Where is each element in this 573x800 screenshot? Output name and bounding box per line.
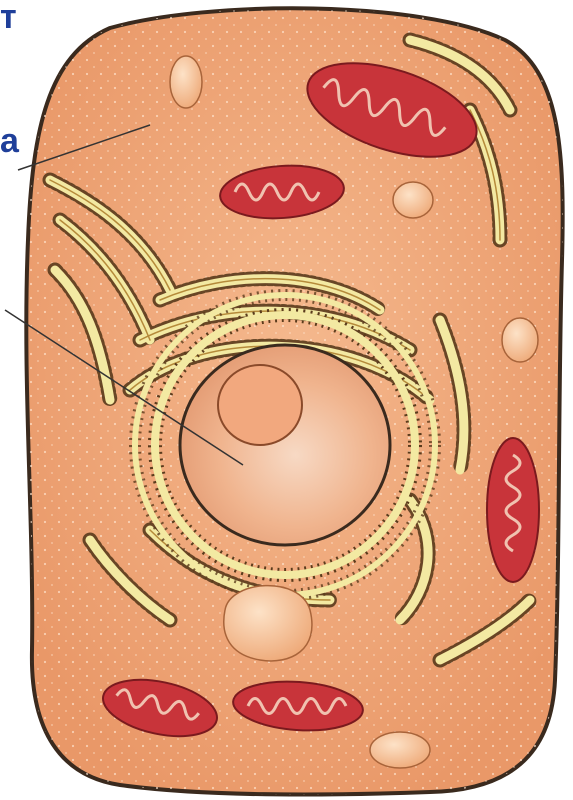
mitochondrion-right [487, 438, 539, 582]
vesicle [170, 56, 202, 108]
label-fragment-top: т [0, 0, 17, 34]
vesicle [393, 182, 433, 218]
vesicle [502, 318, 538, 362]
vesicle [370, 732, 430, 768]
label-fragment-middle: а [0, 124, 19, 158]
vesicle [224, 586, 312, 661]
nucleolus [218, 365, 302, 445]
